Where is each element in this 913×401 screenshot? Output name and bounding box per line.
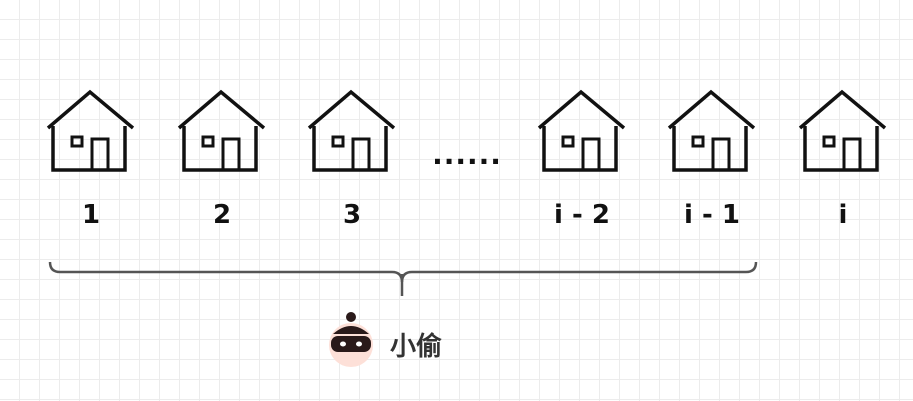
- house-3-icon: [306, 88, 398, 174]
- curly-brace: [46, 261, 762, 302]
- house-label-2: 2: [212, 200, 232, 230]
- house-label-3: 3: [342, 200, 362, 230]
- house-i-icon: [797, 88, 889, 174]
- house-1-icon: [45, 88, 137, 174]
- ellipsis: ......: [432, 138, 502, 171]
- house-label-i: i: [838, 200, 848, 230]
- thief-label: 小偷: [390, 332, 443, 362]
- house-label-i-minus-2: i - 2: [554, 200, 610, 230]
- house-label-i-minus-1: i - 1: [684, 200, 740, 230]
- house-2-icon: [176, 88, 268, 174]
- house-label-1: 1: [81, 200, 101, 230]
- thief-icon: [324, 310, 378, 370]
- house-i-minus-1-icon: [666, 88, 758, 174]
- house-i-minus-2-icon: [536, 88, 628, 174]
